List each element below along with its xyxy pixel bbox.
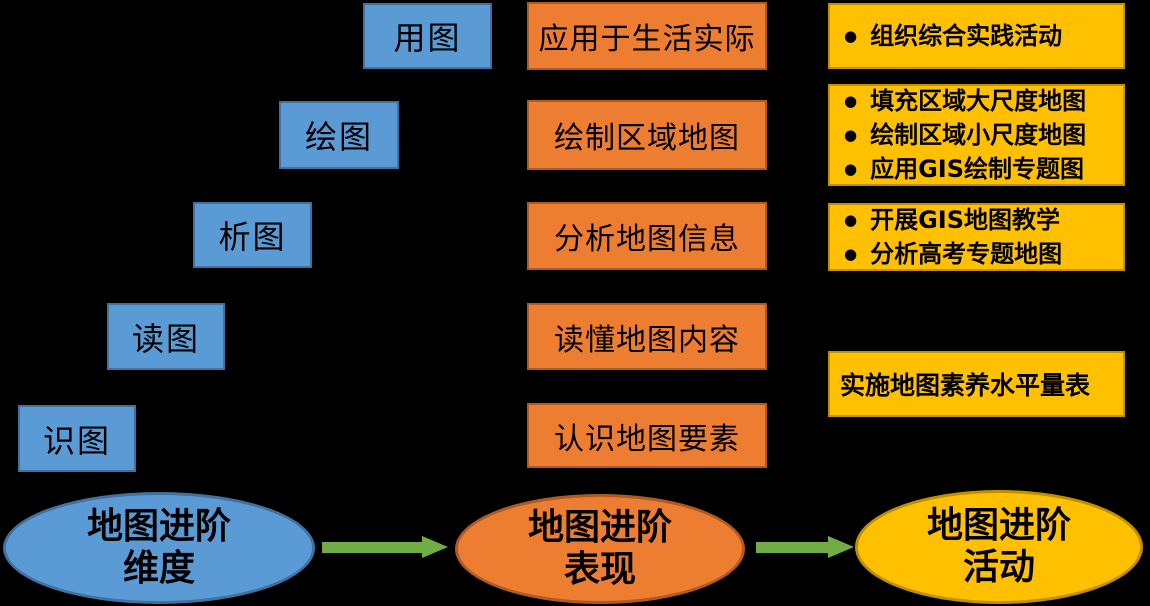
dimension-step-yongtu: 用图 [363, 3, 492, 69]
ellipse-dimension: 地图进阶 维度 [3, 492, 315, 604]
performance-box-apply: 应用于生活实际 [527, 2, 767, 70]
dimension-step-label: 读图 [131, 319, 200, 358]
arrow-performance-to-activity-icon [756, 536, 854, 559]
ellipse-label-line1: 地图进阶 [86, 505, 231, 547]
performance-box-recognize: 认识地图要素 [527, 403, 767, 468]
ellipse-label-line1: 地图进阶 [527, 506, 672, 548]
bullet-list: ● 填充区域大尺度地图 ● 绘制区域小尺度地图 ● 应用GIS绘制专题图 [830, 84, 1123, 186]
ellipse-performance: 地图进阶 表现 [455, 494, 745, 604]
activity-box-scale: 实施地图素养水平量表 [828, 351, 1125, 417]
list-item: ● 分析高考专题地图 [844, 237, 1119, 271]
list-item: ● 绘制区域小尺度地图 [844, 118, 1119, 152]
performance-box-read: 读懂地图内容 [527, 303, 767, 370]
performance-label: 绘制区域地图 [554, 121, 740, 156]
arrow-dimension-to-performance-icon [322, 536, 448, 559]
dimension-step-huitu: 绘图 [279, 101, 399, 169]
ellipse-label-line2: 表现 [563, 549, 636, 590]
bullet-icon: ● [844, 245, 858, 263]
arrow-shaft [322, 542, 422, 553]
list-item: ● 开展GIS地图教学 [844, 203, 1119, 237]
list-item: ● 组织综合实践活动 [844, 19, 1119, 53]
dimension-step-label: 析图 [218, 218, 287, 256]
dimension-step-label: 识图 [42, 421, 111, 460]
performance-label: 认识地图要素 [554, 421, 740, 457]
performance-box-analyze: 分析地图信息 [527, 202, 767, 270]
performance-label: 应用于生活实际 [538, 22, 756, 57]
activity-box-teaching: ● 开展GIS地图教学 ● 分析高考专题地图 [828, 203, 1125, 271]
bullet-icon: ● [844, 126, 858, 144]
performance-label: 读懂地图内容 [554, 322, 740, 358]
list-item: ● 填充区域大尺度地图 [844, 84, 1119, 118]
activity-item-label: 应用GIS绘制专题图 [870, 155, 1085, 183]
activity-item-label: 填充区域大尺度地图 [870, 87, 1087, 115]
ellipse-label-line1: 地图进阶 [926, 504, 1071, 546]
dimension-step-label: 用图 [393, 19, 462, 57]
dimension-step-xitu: 析图 [193, 202, 312, 268]
list-item: ● 应用GIS绘制专题图 [844, 152, 1119, 186]
bullet-icon: ● [844, 211, 858, 229]
bullet-list: ● 开展GIS地图教学 ● 分析高考专题地图 [830, 203, 1123, 271]
arrow-shaft [756, 542, 828, 553]
activity-box-practice: ● 组织综合实践活动 [828, 3, 1125, 69]
activity-item-label: 实施地图素养水平量表 [840, 371, 1091, 400]
activity-item-label: 绘制区域小尺度地图 [870, 121, 1087, 149]
bullet-icon: ● [844, 27, 858, 45]
performance-label: 分析地图信息 [554, 222, 740, 257]
arrow-head [828, 536, 854, 558]
dimension-step-dutu: 读图 [107, 303, 225, 370]
bullet-icon: ● [844, 160, 858, 178]
bullet-list: ● 组织综合实践活动 [830, 19, 1123, 53]
ellipse-activity: 地图进阶 活动 [855, 490, 1143, 604]
activity-item-label: 分析高考专题地图 [870, 240, 1063, 268]
ellipse-label-line2: 维度 [122, 548, 195, 589]
activity-item-label: 组织综合实践活动 [870, 22, 1063, 50]
ellipse-label-line2: 活动 [962, 547, 1035, 588]
dimension-step-label: 绘图 [304, 118, 373, 156]
activity-item-label: 开展GIS地图教学 [870, 206, 1061, 234]
dimension-step-shitu: 识图 [18, 405, 136, 472]
bullet-icon: ● [844, 92, 858, 110]
activity-box-drawing: ● 填充区域大尺度地图 ● 绘制区域小尺度地图 ● 应用GIS绘制专题图 [828, 84, 1125, 186]
performance-box-draw: 绘制区域地图 [527, 100, 767, 170]
arrow-head [422, 536, 448, 558]
